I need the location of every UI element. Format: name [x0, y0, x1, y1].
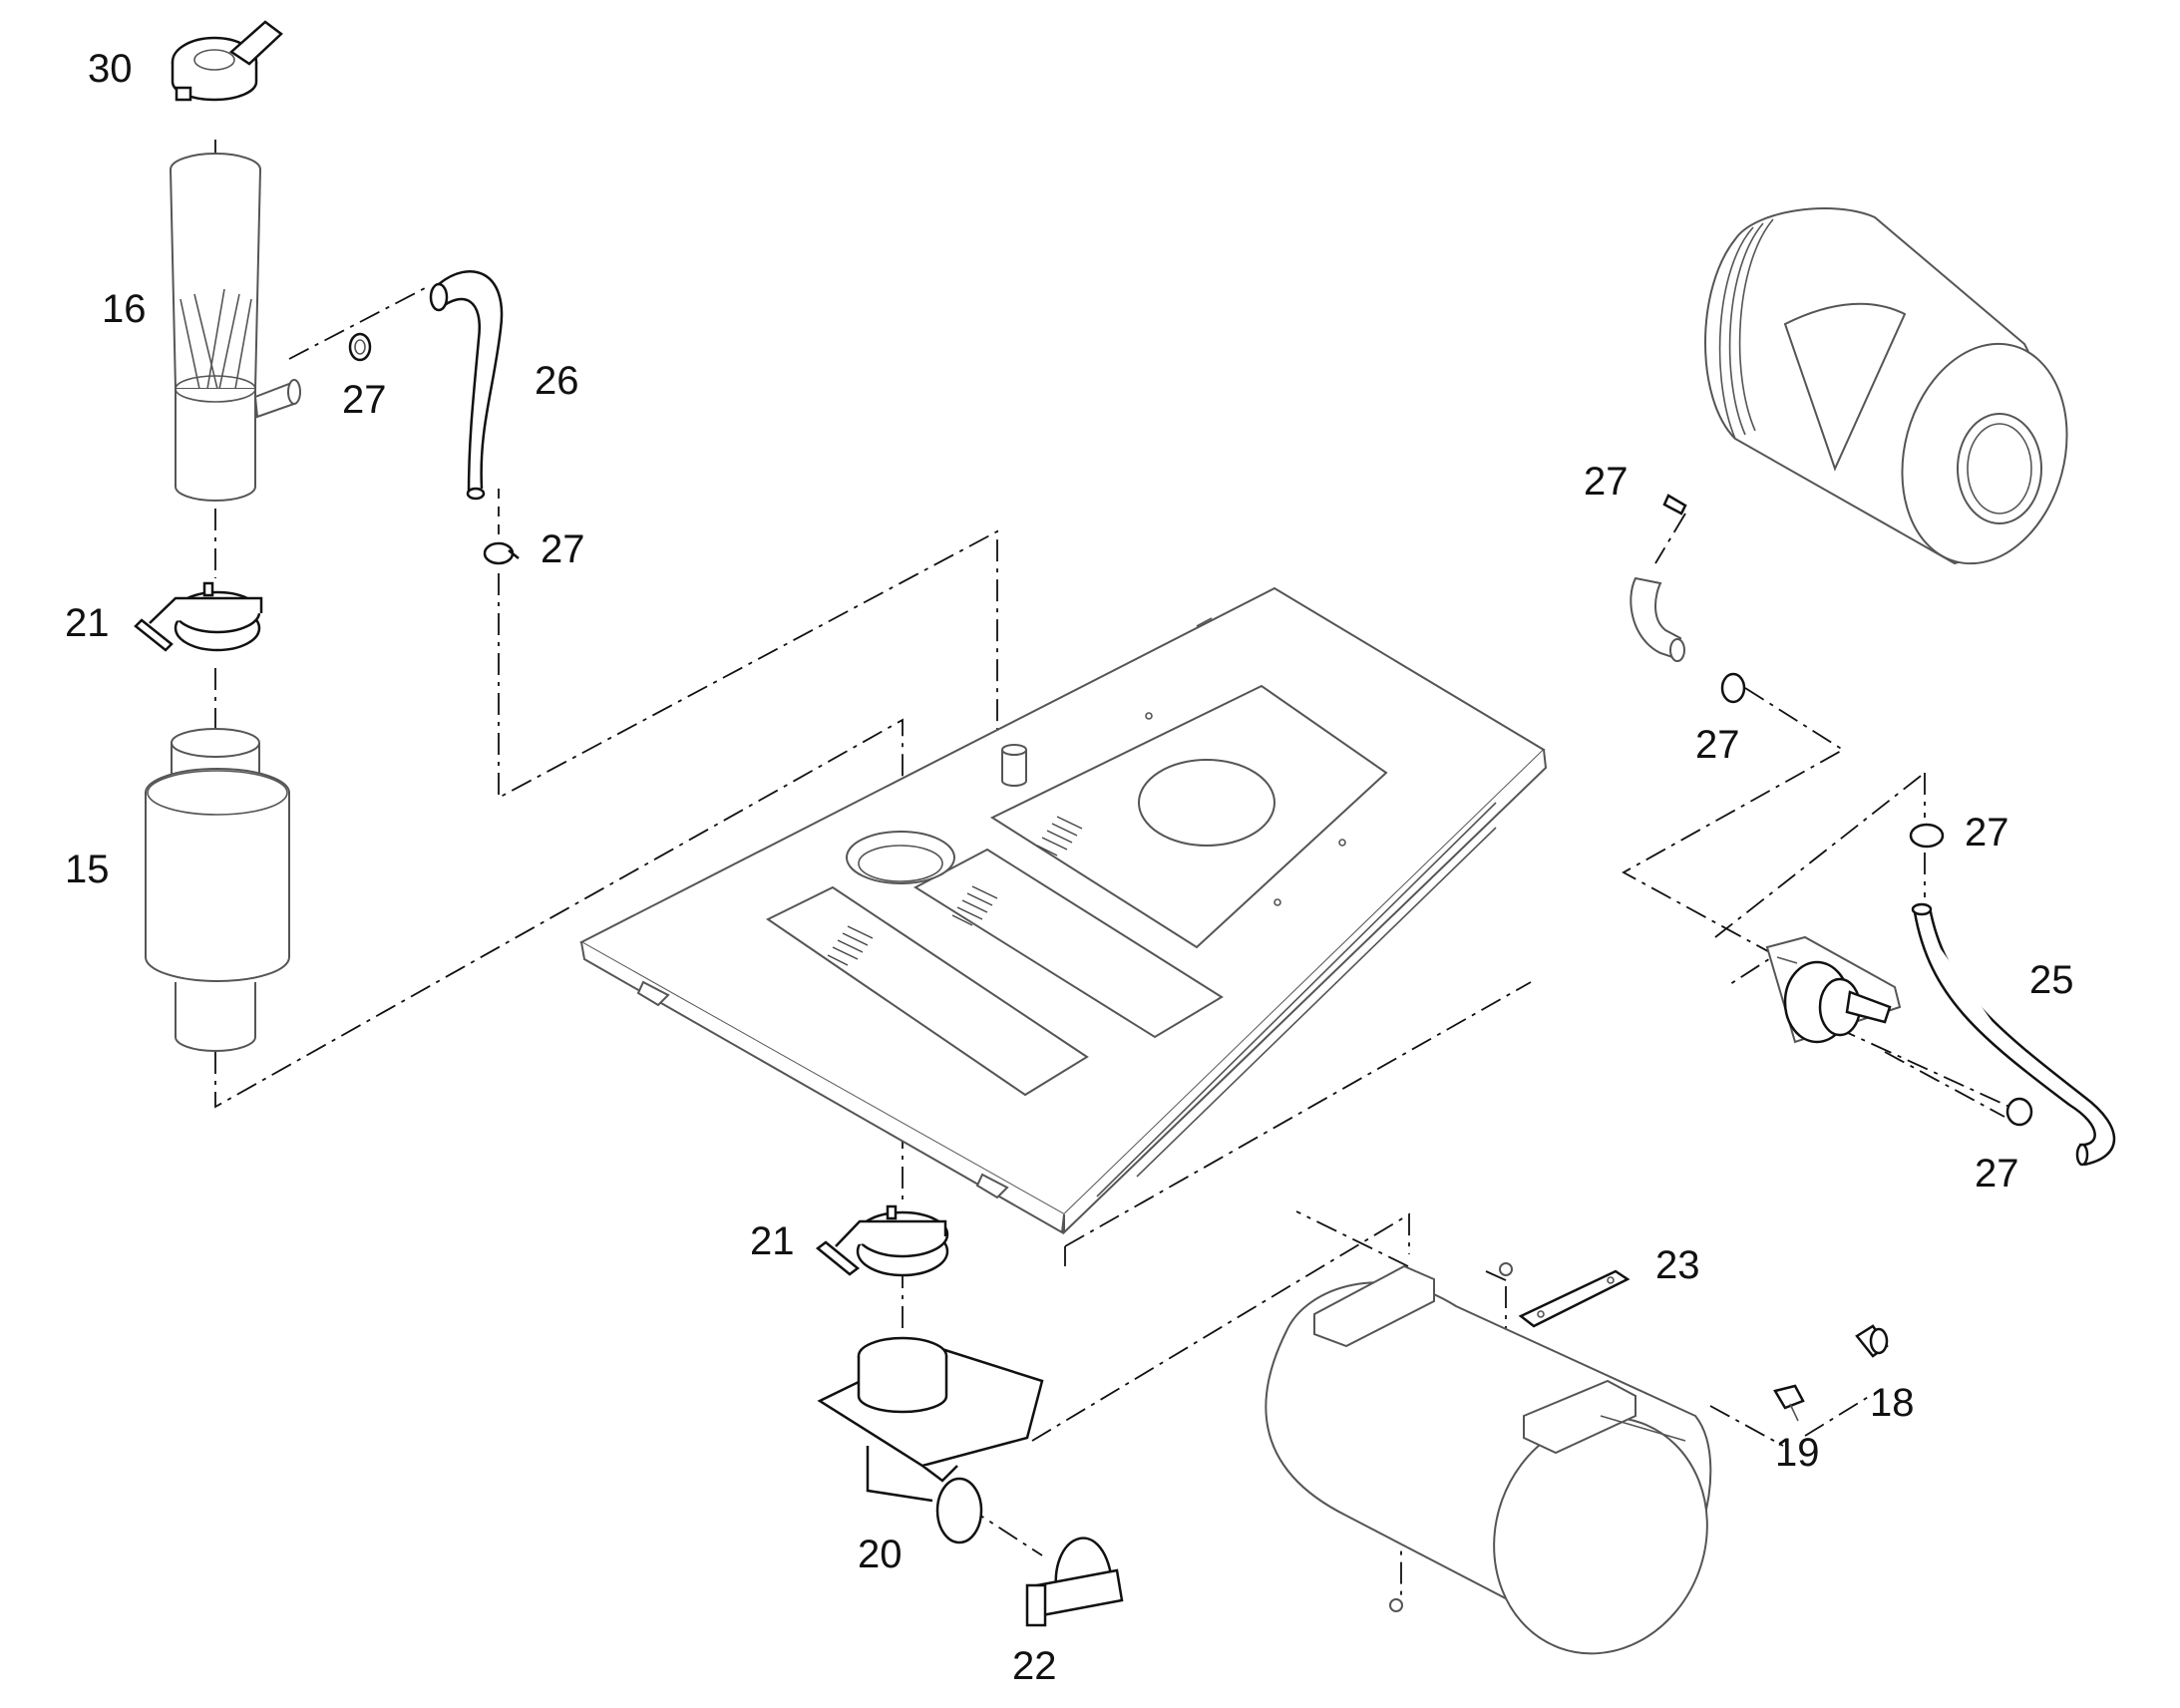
hose-clamp-part-1 [348, 332, 372, 362]
callout-21: 21 [65, 601, 110, 645]
mounting-plate-part [578, 586, 1548, 1235]
cap-part [171, 20, 283, 102]
hose-clamp-part-3 [1662, 494, 1687, 515]
hose-clamp-part-5 [1909, 823, 1945, 849]
callout-30: 30 [88, 47, 133, 91]
callout-25: 25 [2029, 958, 2074, 1002]
callout-23: 23 [1655, 1243, 1700, 1287]
hose-clamp-part-4 [1720, 672, 1746, 704]
callout-27: 27 [1584, 460, 1629, 504]
hose-clamp-part-2 [483, 541, 520, 565]
callout-27: 27 [541, 527, 585, 571]
clamp-part-lower [815, 1204, 949, 1277]
callout-22: 22 [1012, 1644, 1057, 1688]
elbow-bracket-part [817, 1336, 1044, 1544]
precleaner-part [170, 153, 301, 502]
hose-part-26 [429, 269, 504, 501]
callout-19: 19 [1775, 1431, 1820, 1475]
muffler-part [1265, 1262, 1712, 1655]
air-cleaner-part [1704, 207, 2068, 565]
callout-labels: 30 16 27 26 27 21 15 27 27 27 25 27 21 2… [65, 47, 2074, 1688]
clamp-part-upper [134, 581, 263, 652]
callout-27: 27 [1695, 723, 1740, 767]
callout-27: 27 [1975, 1152, 2019, 1196]
elbow-hose-part [1630, 576, 1685, 662]
filter-canister-part [145, 728, 290, 1052]
callout-26: 26 [535, 359, 579, 403]
callout-21: 21 [750, 1219, 795, 1263]
assembly-lines [214, 140, 2010, 1595]
valve-part [1765, 935, 1902, 1044]
strap-part [1518, 1269, 1631, 1328]
hose-clamp-part-6 [2005, 1097, 2033, 1127]
callout-15: 15 [65, 848, 110, 891]
callout-27: 27 [1965, 811, 2009, 854]
callout-18: 18 [1870, 1381, 1915, 1425]
fitting-part [1773, 1384, 1805, 1422]
callout-16: 16 [102, 287, 147, 331]
u-bolt-clamp-part [1025, 1537, 1124, 1627]
plug-part [1855, 1324, 1889, 1358]
hose-part-25 [1911, 902, 2116, 1167]
callout-27: 27 [342, 378, 387, 422]
callout-20: 20 [858, 1533, 903, 1576]
